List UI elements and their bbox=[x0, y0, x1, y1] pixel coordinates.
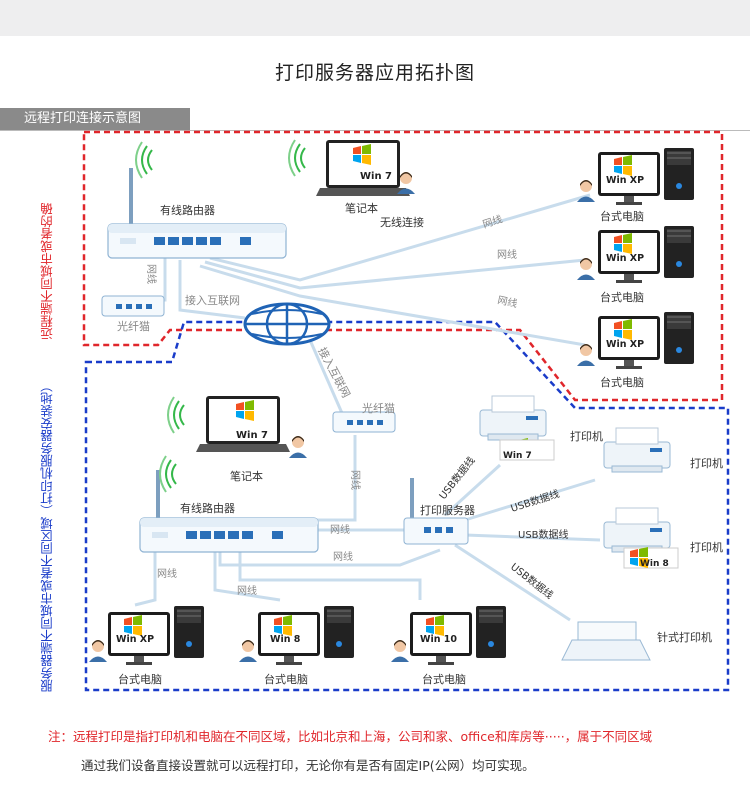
section-bar: 远程打印连接示意图 bbox=[0, 108, 750, 131]
top-modem-label: 光纤猫 bbox=[117, 319, 150, 333]
footnote-line-1: 注：远程打印是指打印机和电脑在不同区域，比如北京和上海，公司和家、office和… bbox=[48, 729, 653, 744]
printer-3-label: 打印机 bbox=[690, 540, 723, 554]
bottom-cables bbox=[134, 339, 601, 622]
internet-globe-icon bbox=[243, 302, 331, 346]
dot-matrix-printer-label: 针式打印机 bbox=[657, 630, 712, 644]
bottom-router-label: 有线路由器 bbox=[180, 501, 235, 515]
bottom-desktop-3-os: Win 10 bbox=[420, 634, 457, 645]
remote-side-label: 远程端不同城市或者的确 bbox=[40, 202, 55, 341]
top-cables bbox=[150, 193, 591, 347]
top-laptop-wifi-icon bbox=[288, 139, 306, 177]
bottom-cable-vertical: 网线 bbox=[349, 470, 362, 490]
top-desktop-1-label: 台式电脑 bbox=[600, 209, 644, 223]
top-wireless-label: 无线连接 bbox=[380, 215, 424, 229]
top-desktop-2-cable: 网线 bbox=[497, 248, 517, 261]
usb-cable-2: USB数据线 bbox=[509, 487, 561, 515]
footnote-line-2: 通过我们设备直接设置就可以远程打印，无论你有是否有固定IP(公网）均可实现。 bbox=[81, 758, 535, 773]
bottom-modem-label: 光纤猫 bbox=[362, 401, 395, 415]
bottom-user-icon bbox=[289, 436, 307, 458]
bottom-router-antenna bbox=[156, 455, 177, 522]
bottom-router-icon bbox=[139, 517, 319, 553]
printer-3 bbox=[603, 507, 679, 569]
top-desktop-3-cable: 网线 bbox=[496, 293, 518, 310]
top-desktop-3-os: Win XP bbox=[606, 339, 644, 350]
footnote: 注：远程打印是指打印机和电脑在不同区域，比如北京和上海，公司和家、office和… bbox=[48, 722, 738, 780]
printer-1-os: Win 7 bbox=[503, 451, 532, 461]
printer-2 bbox=[603, 427, 671, 473]
top-desktop-2-label: 台式电脑 bbox=[600, 290, 644, 304]
top-desktop-1-cable: 网线 bbox=[481, 212, 504, 231]
usb-cable-3: USB数据线 bbox=[518, 528, 569, 541]
bottom-laptop-os: Win 7 bbox=[236, 430, 268, 441]
top-router-icon bbox=[107, 223, 287, 259]
print-server-label: 打印服务器 bbox=[420, 503, 475, 517]
top-cable-vertical: 网线 bbox=[145, 264, 158, 284]
print-server-icon bbox=[403, 478, 469, 545]
bottom-desktop-2-os: Win 8 bbox=[270, 634, 301, 645]
top-desktop-2-os: Win XP bbox=[606, 253, 644, 264]
remote-region-outline bbox=[82, 130, 724, 402]
bottom-laptop-label: 笔记本 bbox=[230, 469, 263, 483]
bottom-desktop-2-label: 台式电脑 bbox=[264, 672, 308, 686]
top-modem-icon bbox=[101, 295, 165, 317]
printer-2-label: 打印机 bbox=[690, 456, 723, 470]
bottom-desktop-1-label: 台式电脑 bbox=[118, 672, 162, 686]
bottom-cable-b: 网线 bbox=[237, 584, 257, 597]
bottom-modem-icon bbox=[332, 411, 396, 433]
printer-3-os: Win 8 bbox=[640, 559, 669, 569]
top-laptop-label: 笔记本 bbox=[345, 201, 378, 215]
top-router-label: 有线路由器 bbox=[160, 203, 215, 217]
bottom-laptop-wifi-icon bbox=[167, 396, 185, 434]
top-internet-label: 接入互联网 bbox=[185, 294, 240, 307]
bottom-cable-router-server: 网线 bbox=[330, 523, 350, 536]
bottom-desktop-3-label: 台式电脑 bbox=[422, 672, 466, 686]
top-desktop-1-os: Win XP bbox=[606, 175, 644, 186]
dot-matrix-printer bbox=[561, 621, 651, 661]
top-band bbox=[0, 0, 750, 36]
page-title: 打印服务器应用拓扑图 bbox=[274, 62, 475, 84]
bottom-cable-a: 网线 bbox=[157, 567, 177, 580]
bottom-cable-long: 网线 bbox=[333, 550, 353, 563]
top-desktop-3-label: 台式电脑 bbox=[600, 375, 644, 389]
top-laptop-os: Win 7 bbox=[360, 171, 392, 182]
printer-1 bbox=[479, 395, 555, 461]
printer-1-label: 打印机 bbox=[570, 429, 603, 443]
bottom-desktop-1-os: Win XP bbox=[116, 634, 154, 645]
top-router-antenna bbox=[129, 141, 153, 226]
section-label: 远程打印连接示意图 bbox=[0, 108, 190, 130]
usb-cable-1: USB数据线 bbox=[436, 454, 477, 502]
server-side-label: 服务器端不同城市或者不同区域（打印机服务器安装地） bbox=[40, 379, 55, 693]
